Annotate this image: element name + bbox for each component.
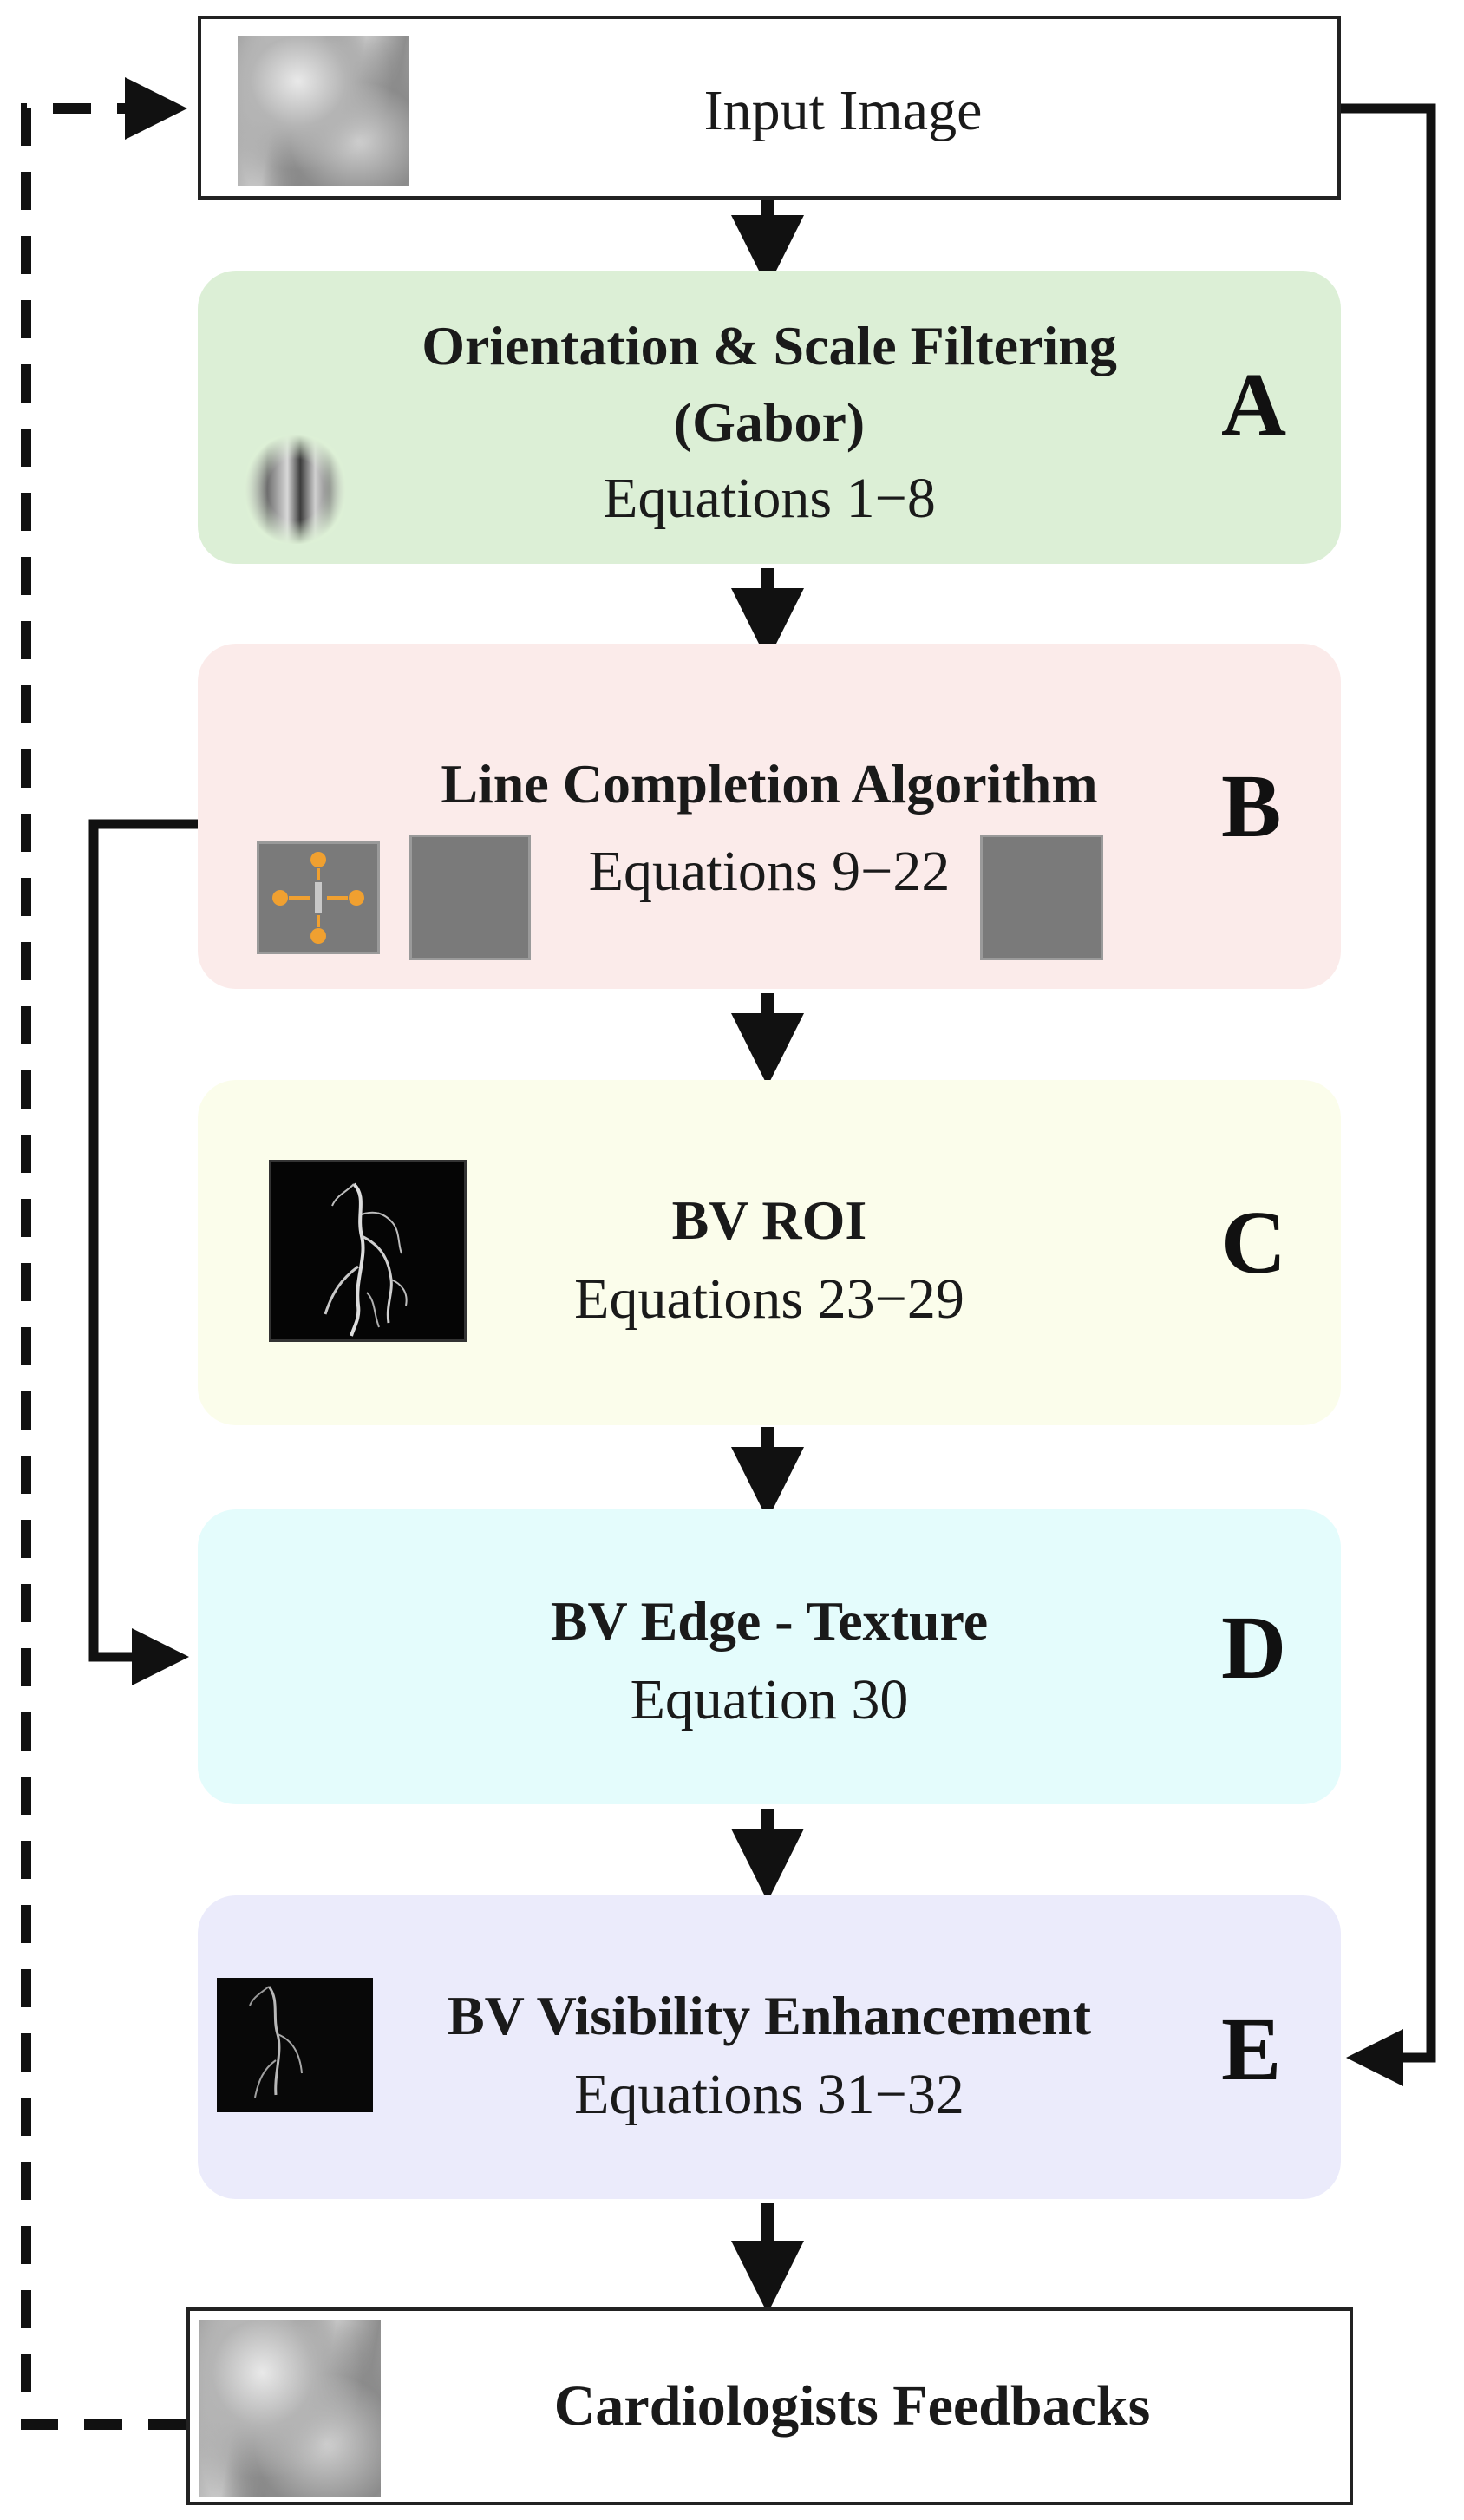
angiogram-thumbnail-icon [238,36,409,186]
stage-b-box: Line Completion Algorithm Equations 9−22… [198,644,1341,989]
input-image-box: Input Image [198,16,1341,200]
stage-a-subtitle: (Gabor) [673,391,866,453]
stage-b-letter: B [1221,756,1282,856]
enhanced-vessel-icon [217,1978,373,2112]
stage-c-title: BV ROI [671,1189,867,1251]
stage-d-letter: D [1221,1598,1287,1698]
stage-d-equations: Equation 30 [630,1668,909,1731]
stage-e-title: BV Visibility Enhancement [447,1985,1092,2046]
arrow-input-to-e [1340,103,1436,2086]
stage-c-letter: C [1221,1193,1287,1293]
stage-e-letter: E [1221,2000,1282,2099]
feedback-angiogram-icon [199,2320,381,2497]
stage-b-equations: Equations 9−22 [588,840,951,903]
stage-a-equations: Equations 1−8 [603,467,936,530]
line-output-icon [980,835,1103,960]
gabor-kernel-icon [245,435,345,544]
stage-e-box: BV Visibility Enhancement Equations 31−3… [198,1895,1341,2199]
stage-e-equations: Equations 31−32 [574,2063,964,2126]
stage-b-title: Line Completion Algorithm [441,753,1098,815]
stage-c-box: BV ROI Equations 23−29 C [198,1080,1341,1425]
stage-d-box: BV Edge - Texture Equation 30 D [198,1509,1341,1804]
cardiologists-feedback-label: Cardiologists Feedbacks [553,2374,1151,2438]
stage-a-letter: A [1221,355,1287,455]
vessel-mask-icon [269,1160,467,1342]
stage-a-box: Orientation & Scale Filtering (Gabor) Eq… [198,271,1341,564]
stage-c-equations: Equations 23−29 [574,1267,964,1331]
input-image-label: Input Image [703,79,983,142]
cardiologists-feedback-box: Cardiologists Feedbacks [186,2307,1353,2505]
line-kernel-icon [257,841,380,954]
feedback-loop [21,77,187,2430]
line-mask-icon [409,835,531,960]
stage-d-title: BV Edge - Texture [550,1590,989,1652]
stage-a-title: Orientation & Scale Filtering [422,315,1117,376]
arrow-b-to-d [88,819,198,1685]
